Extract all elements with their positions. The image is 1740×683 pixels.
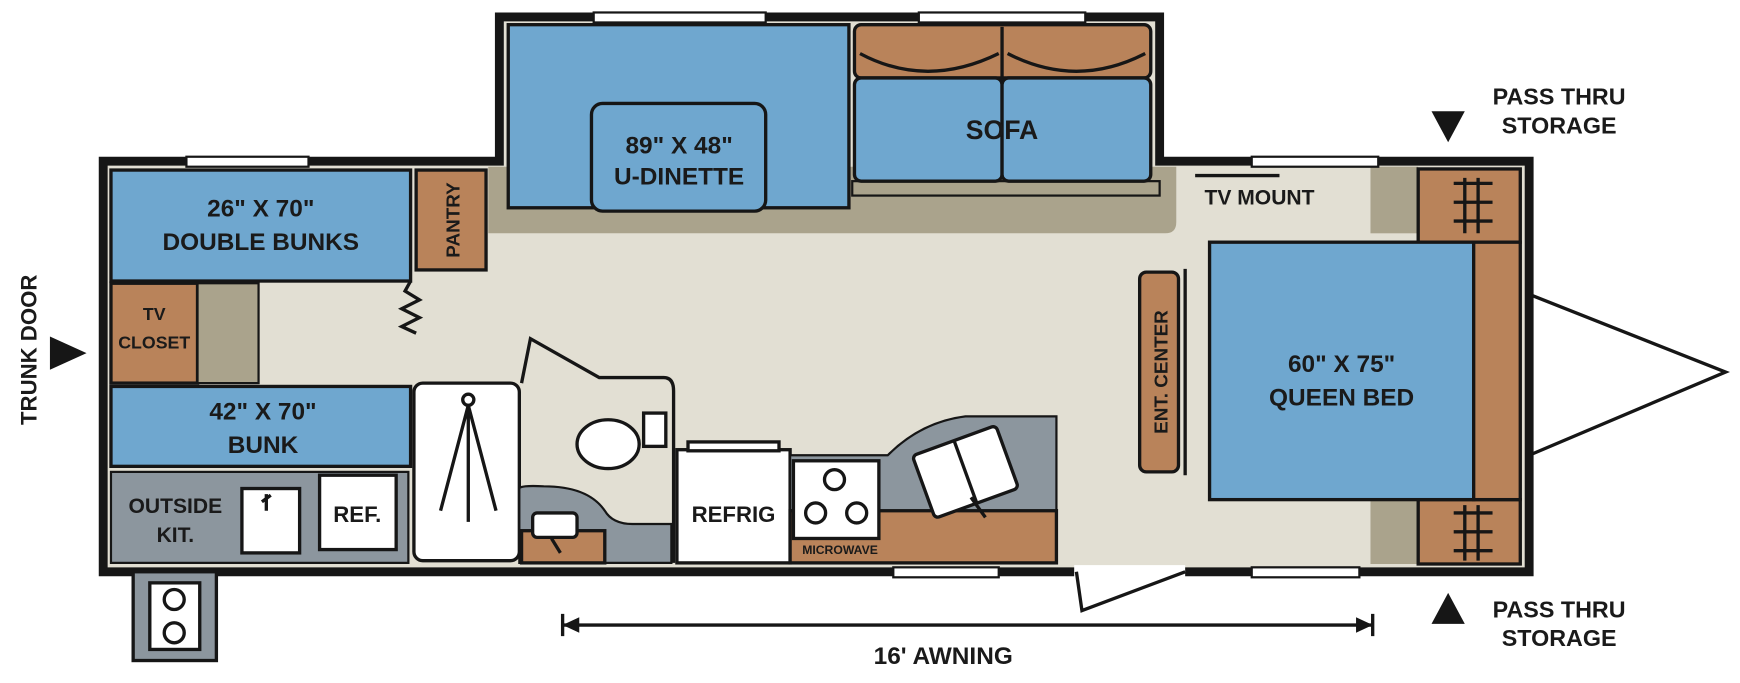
tv-closet-label-1: TV	[143, 304, 166, 324]
window	[185, 155, 310, 168]
walkway-front-bottom	[1370, 499, 1419, 564]
entry-door-gap	[1074, 565, 1186, 579]
sofa-label: SOFA	[966, 115, 1038, 145]
sofa-base	[851, 180, 1161, 197]
window	[592, 11, 767, 24]
outside-fridge	[317, 473, 398, 552]
faucet-icon	[260, 493, 272, 511]
bath-wall	[519, 336, 676, 563]
outside-kitchen-label-1: OUTSIDE	[128, 495, 222, 518]
window	[1250, 155, 1380, 168]
burner-icon	[162, 587, 186, 612]
double-bunks	[109, 168, 413, 283]
trunk-door-label: TRUNK DOOR	[17, 275, 42, 425]
pass-thru-top-1: PASS THRU	[1493, 84, 1626, 110]
bunk-label: BUNK	[228, 432, 299, 459]
outside-sink	[240, 486, 302, 555]
awning-dimension-line	[560, 613, 1375, 637]
sofa-seat-right	[1000, 76, 1153, 183]
entry-door[interactable]	[1074, 570, 1186, 613]
headboard	[1472, 240, 1522, 502]
double-bunks-label: DOUBLE BUNKS	[162, 229, 359, 256]
queen-bed	[1207, 240, 1476, 502]
bath-sink	[530, 511, 579, 540]
ref-label: REF.	[333, 502, 381, 527]
hanger-icon	[1453, 505, 1493, 561]
burner-icon	[803, 501, 828, 525]
ent-center-label: ENT. CENTER	[1150, 310, 1171, 434]
refrig-label: REFRIG	[692, 502, 776, 527]
tv-mount-label: TV MOUNT	[1204, 186, 1314, 209]
arrow-up-icon	[1431, 592, 1465, 624]
kitchen-sink	[911, 425, 1019, 519]
pass-thru-top-2: STORAGE	[1502, 112, 1617, 138]
hanger-icon	[1453, 177, 1493, 234]
outside-stove	[148, 581, 202, 652]
tv-closet-label-2: CLOSET	[118, 333, 190, 353]
microwave-label: MICROWAVE	[802, 543, 878, 557]
arrow-down-icon	[1431, 111, 1465, 143]
kitchen-faucet-icon	[969, 496, 987, 519]
queen-bed-size: 60" X 75"	[1288, 351, 1395, 378]
bath-faucet-icon	[550, 537, 562, 554]
burner-icon	[845, 501, 869, 525]
wardrobe-top	[1416, 167, 1522, 244]
entertainment-center	[1137, 270, 1181, 474]
double-bunks-size: 26" X 70"	[207, 196, 314, 223]
bunk	[109, 384, 413, 469]
window	[917, 11, 1087, 24]
pass-thru-bottom-1: PASS THRU	[1493, 596, 1626, 622]
awning-label: 16' AWNING	[874, 643, 1013, 670]
stove	[791, 459, 881, 541]
closet-walkway	[196, 282, 260, 385]
walkway-front-top	[1370, 166, 1419, 234]
dinette-label: U-DINETTE	[614, 163, 744, 190]
sink-divider	[952, 440, 979, 504]
tv-closet	[109, 281, 200, 385]
shower-head	[461, 392, 476, 407]
dinette-size: 89" X 48"	[625, 132, 732, 159]
pass-thru-bottom-2: STORAGE	[1502, 625, 1617, 651]
window	[1250, 566, 1361, 579]
sofa-cushion-lines	[859, 26, 1146, 78]
arrow-right-icon	[49, 336, 87, 370]
hitch	[1528, 292, 1730, 457]
toilet	[575, 418, 641, 471]
burner-icon	[162, 621, 186, 645]
outside-kitchen-label-2: KIT.	[157, 524, 194, 547]
curtain-icon	[397, 280, 424, 335]
pantry	[414, 168, 488, 272]
bunk-size: 42" X 70"	[209, 399, 316, 426]
fridge-door	[686, 440, 781, 453]
window	[892, 566, 1000, 579]
toilet-tank	[641, 411, 668, 449]
dinette-table	[589, 101, 768, 213]
queen-bed-label: QUEEN BED	[1269, 384, 1414, 411]
exterior-wall	[98, 12, 1534, 577]
burner-icon	[822, 468, 847, 492]
shower-head-icon	[438, 404, 498, 522]
pantry-label: PANTRY	[442, 182, 463, 258]
